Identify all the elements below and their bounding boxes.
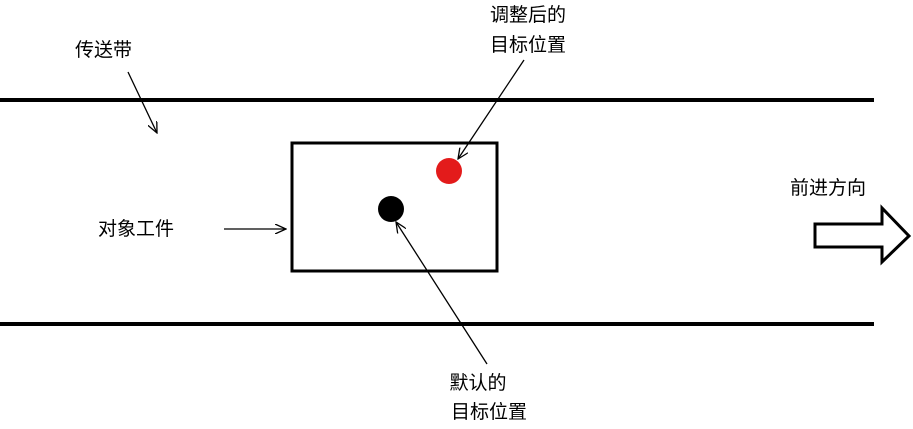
direction-label: 前进方向 (790, 177, 867, 199)
adjusted-target-point (436, 158, 462, 184)
conveyor-pointer-arrow (127, 71, 157, 133)
adjusted-target-pointer-arrow (458, 59, 525, 159)
workpiece-box (290, 141, 499, 273)
default-target-pointer-arrow (396, 222, 488, 365)
default-target-label-line1: 默认的 (449, 372, 507, 394)
adjusted-target-label-line2: 目标位置 (489, 34, 567, 56)
conveyor-label: 传送带 (75, 39, 133, 61)
adjusted-target-label-line1: 调整后的 (489, 4, 567, 26)
default-target-point (378, 196, 404, 222)
workpiece-label: 对象工件 (98, 218, 175, 240)
default-target-label-line2: 目标位置 (450, 401, 528, 423)
direction-arrow-icon (813, 204, 912, 266)
